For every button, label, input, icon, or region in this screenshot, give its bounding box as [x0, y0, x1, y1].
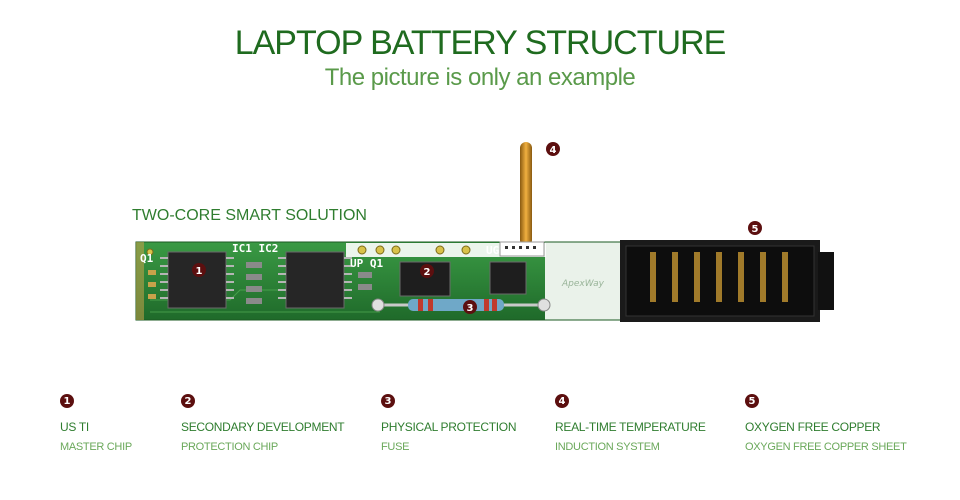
- page-subtitle: The picture is only an example: [324, 64, 636, 91]
- legend-title: PHYSICAL PROTECTION: [381, 420, 517, 434]
- marker-3: 3: [463, 300, 477, 314]
- legend-subtitle: PROTECTION CHIP: [181, 441, 278, 453]
- protection-chip: [399, 261, 527, 297]
- temperature-probe: [520, 142, 532, 246]
- silk-brand: ApexWay: [561, 279, 605, 289]
- second-chip: [278, 251, 352, 309]
- legend-number: 2: [181, 394, 195, 408]
- legend-item-4: 4 REAL-TIME TEMPERATURE INDUCTION SYSTEM: [555, 394, 706, 453]
- page-title: LAPTOP BATTERY STRUCTURE: [234, 24, 727, 62]
- legend-title: REAL-TIME TEMPERATURE: [555, 420, 706, 434]
- legend-item-3: 3 PHYSICAL PROTECTION FUSE: [381, 394, 517, 453]
- fuse: [371, 298, 551, 312]
- legend-subtitle: INDUCTION SYSTEM: [555, 441, 660, 453]
- svg-text:1: 1: [196, 266, 203, 277]
- legend-item-5: 5 OXYGEN FREE COPPER OXYGEN FREE COPPER …: [745, 394, 907, 453]
- legend-number: 3: [381, 394, 395, 408]
- legend-subtitle: FUSE: [381, 441, 410, 453]
- marker-5: 5: [748, 221, 762, 235]
- marker-1: 1: [192, 263, 206, 277]
- test-points: [146, 245, 471, 256]
- svg-text:4: 4: [550, 145, 557, 156]
- svg-text:2: 2: [424, 267, 431, 278]
- marker-4: 4: [546, 142, 560, 156]
- legend-item-2: 2 SECONDARY DEVELOPMENT PROTECTION CHIP: [181, 394, 345, 453]
- master-chip: [160, 251, 234, 309]
- legend-title: OXYGEN FREE COPPER: [745, 420, 881, 434]
- silk-ic1-ic2: IC1 IC2: [232, 242, 278, 255]
- board-label: TWO-CORE SMART SOLUTION: [132, 207, 367, 224]
- legend-subtitle: MASTER CHIP: [60, 441, 132, 453]
- legend-number: 1: [60, 394, 74, 408]
- probe-header: [499, 241, 545, 257]
- silk-q1: Q1: [140, 252, 154, 265]
- battery-connector: [620, 240, 834, 322]
- silk-ug: UG: [486, 244, 500, 257]
- legend-number: 5: [745, 394, 759, 408]
- silk-up-q1: UP Q1: [350, 257, 383, 270]
- legend-item-1: 1 US TI MASTER CHIP: [60, 394, 132, 453]
- marker-2: 2: [420, 264, 434, 278]
- legend-title: SECONDARY DEVELOPMENT: [181, 420, 345, 434]
- svg-text:3: 3: [467, 303, 474, 314]
- legend-title: US TI: [60, 420, 89, 434]
- legend-number: 4: [555, 394, 569, 408]
- legend-subtitle: OXYGEN FREE COPPER SHEET: [745, 441, 907, 453]
- svg-text:5: 5: [752, 224, 759, 235]
- passive-components: [148, 262, 372, 304]
